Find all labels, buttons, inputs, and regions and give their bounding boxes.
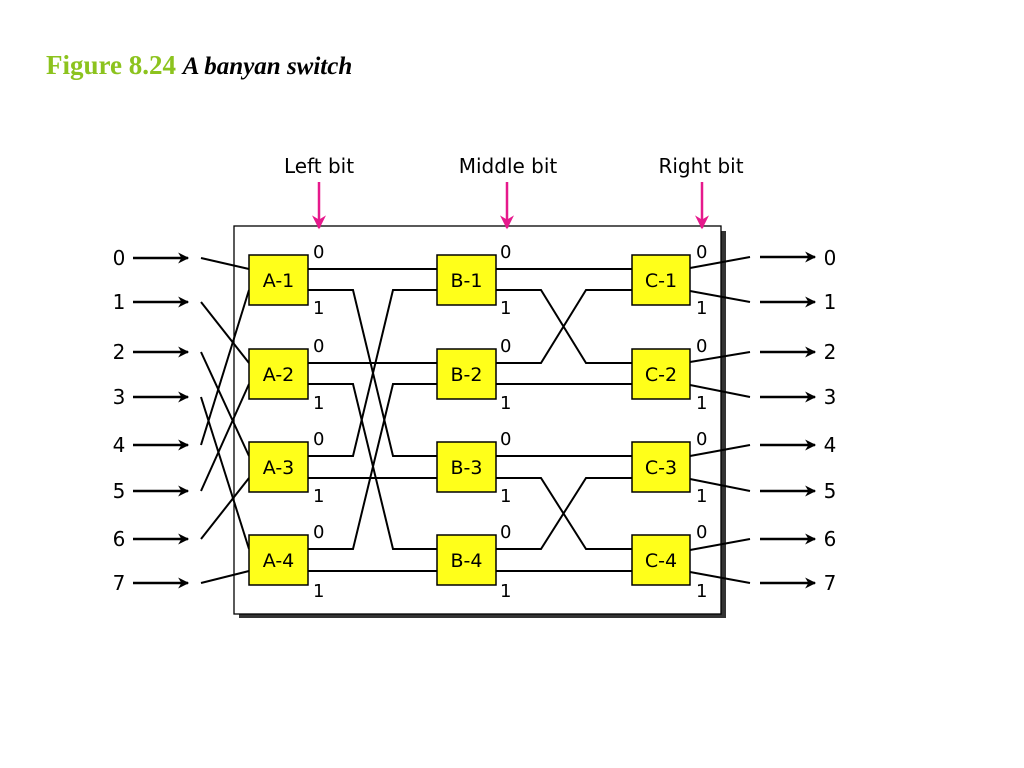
switch-c-4-label: C-4 <box>645 550 677 572</box>
switch-c-1-label: C-1 <box>645 270 677 292</box>
switch-c-3-bit-0: 0 <box>696 429 707 450</box>
output-label-2: 2 <box>824 340 837 364</box>
input-label-1: 1 <box>113 290 126 314</box>
input-arrows <box>133 252 190 589</box>
switch-a-3-box <box>248 441 309 493</box>
switch-c-4-bit-1: 1 <box>696 581 707 602</box>
stage-a-to-b-wiring <box>308 268 437 572</box>
switch-b-2-bit-0: 0 <box>500 336 511 357</box>
output-label-6: 6 <box>824 527 837 551</box>
switch-a-2-bit-1: 1 <box>313 393 324 414</box>
switch-c-3-label: C-3 <box>645 457 677 479</box>
input-label-2: 2 <box>113 340 126 364</box>
input-label-4: 4 <box>113 433 126 457</box>
switch-c-2-bit-1: 1 <box>696 393 707 414</box>
switch-a-2: A-2 0 1 <box>248 336 324 414</box>
input-label-5: 5 <box>113 479 126 503</box>
output-wiring <box>689 256 751 584</box>
switch-a-3-bit-0: 0 <box>313 429 324 450</box>
switch-c-1-bit-1: 1 <box>696 298 707 319</box>
switch-c-1-box <box>631 254 691 306</box>
switch-c-1: C-1 0 1 <box>631 242 707 319</box>
switch-b-2-label: B-2 <box>451 364 483 386</box>
figure-number: Figure 8.24 <box>46 50 176 80</box>
input-label-0: 0 <box>113 246 126 270</box>
switch-b-4-bit-0: 0 <box>500 522 511 543</box>
switch-b-4-box <box>436 534 497 586</box>
output-label-1: 1 <box>824 290 837 314</box>
output-arrows <box>760 251 817 589</box>
switch-a-1-bit-1: 1 <box>313 298 324 319</box>
input-label-3: 3 <box>113 385 126 409</box>
output-labels: 0 1 2 3 4 5 6 7 <box>824 246 837 595</box>
switch-b-1-label: B-1 <box>451 270 483 292</box>
switch-b-3-bit-1: 1 <box>500 486 511 507</box>
switch-a-1-box <box>248 254 309 306</box>
switch-c-3: C-3 0 1 <box>631 429 707 507</box>
switch-a-4-bit-1: 1 <box>313 581 324 602</box>
switch-b-3-box <box>436 441 497 493</box>
switch-a-3: A-3 0 1 <box>248 429 324 507</box>
switch-a-1: A-1 0 1 <box>248 242 324 319</box>
switch-a-1-bit-0: 0 <box>313 242 324 263</box>
switch-a-4-label: A-4 <box>263 550 295 572</box>
switch-c-2-label: C-2 <box>645 364 677 386</box>
switch-c-1-bit-0: 0 <box>696 242 707 263</box>
switch-b-2: B-2 0 1 <box>436 336 511 414</box>
switch-a-1-label: A-1 <box>263 270 295 292</box>
switch-a-4-bit-0: 0 <box>313 522 324 543</box>
output-label-3: 3 <box>824 385 837 409</box>
switch-b-4-label: B-4 <box>451 550 483 572</box>
switch-b-3-label: B-3 <box>451 457 483 479</box>
switch-b-4-bit-1: 1 <box>500 581 511 602</box>
switch-c-2-bit-0: 0 <box>696 336 707 357</box>
switch-b-3: B-3 0 1 <box>436 429 511 507</box>
switch-c-4-bit-0: 0 <box>696 522 707 543</box>
switch-b-1-bit-0: 0 <box>500 242 511 263</box>
input-labels: 0 1 2 3 4 5 6 7 <box>113 246 126 595</box>
switch-a-4: A-4 0 1 <box>248 522 324 602</box>
switch-b-1-bit-1: 1 <box>500 298 511 319</box>
switch-a-3-bit-1: 1 <box>313 486 324 507</box>
switch-b-3-bit-0: 0 <box>500 429 511 450</box>
output-label-0: 0 <box>824 246 837 270</box>
switch-c-3-bit-1: 1 <box>696 486 707 507</box>
switch-b-4: B-4 0 1 <box>436 522 511 602</box>
switch-b-2-box <box>436 348 497 400</box>
switch-c-4: C-4 0 1 <box>631 522 707 602</box>
output-label-7: 7 <box>824 571 837 595</box>
switch-b-1: B-1 0 1 <box>436 242 511 319</box>
switch-b-2-bit-1: 1 <box>500 393 511 414</box>
switch-c-2: C-2 0 1 <box>631 336 707 414</box>
switch-a-3-label: A-3 <box>263 457 295 479</box>
input-wiring <box>200 257 250 584</box>
switch-a-4-box <box>248 534 309 586</box>
switch-a-2-bit-0: 0 <box>313 336 324 357</box>
slide-title: Figure 8.24 A banyan switch <box>46 50 352 81</box>
switch-b-1-box <box>436 254 497 306</box>
input-label-6: 6 <box>113 527 126 551</box>
switch-c-4-box <box>631 534 691 586</box>
switch-a-2-label: A-2 <box>263 364 295 386</box>
input-label-7: 7 <box>113 571 126 595</box>
header-right-bit: Right bit <box>658 154 743 178</box>
switch-a-2-box <box>248 348 309 400</box>
figure-caption: A banyan switch <box>182 53 353 80</box>
header-middle-bit: Middle bit <box>459 154 558 178</box>
switch-c-3-box <box>631 441 691 493</box>
output-label-4: 4 <box>824 433 837 457</box>
switch-c-2-box <box>631 348 691 400</box>
output-label-5: 5 <box>824 479 837 503</box>
header-left-bit: Left bit <box>284 154 354 178</box>
stage-b-to-c-wiring <box>496 268 632 572</box>
